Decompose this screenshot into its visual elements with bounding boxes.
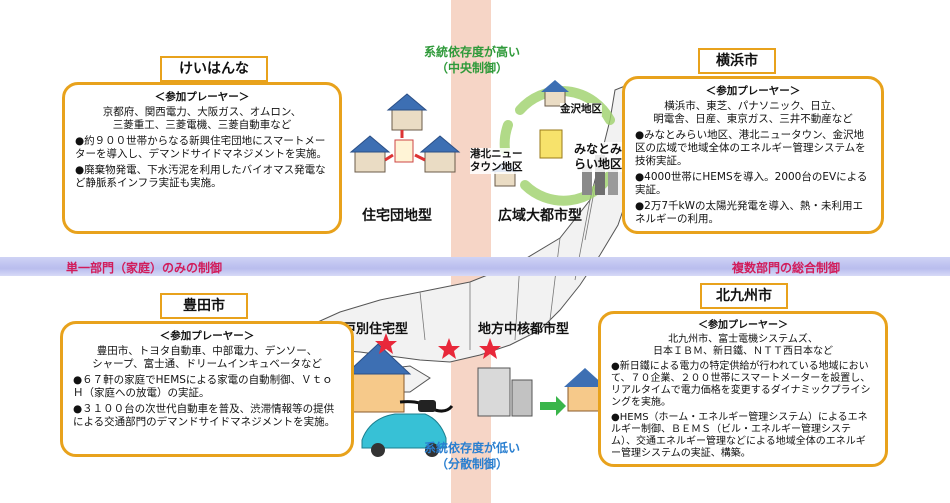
bullet-item: ●みなとみらい地区、港北ニュータウン、金沢地区の広域で地域全体のエネルギー管理シ… xyxy=(635,129,866,167)
type-residential-complex: 住宅団地型 xyxy=(362,208,432,224)
toyota-title: 豊田市 xyxy=(160,293,248,319)
type-regional-city: 地方中核都市型 xyxy=(478,322,570,337)
type-metropolitan: 広域大都市型 xyxy=(498,208,582,224)
residential-houses xyxy=(349,93,461,173)
area-minatomirai: みなとみらい地区 xyxy=(574,142,628,172)
player-line: 明電舎、日産、東京ガス、三井不動産など xyxy=(653,113,853,125)
kitakyushu-panel: ＜参加プレーヤー＞ 北九州市、富士電機システムズ、 日本ＩＢＭ、新日鐵、ＮＴＴ西… xyxy=(598,311,888,467)
bullet-item: ●６７軒の家庭でHEMSによる家電の自動制御、ＶｔｏＨ（家庭への放電）の実証。 xyxy=(73,374,333,399)
yokohama-panel: ＜参加プレーヤー＞ 横浜市、東芝、パナソニック、日立、 明電舎、日産、東京ガス、… xyxy=(622,76,884,234)
kitakyushu-title: 北九州市 xyxy=(700,283,788,309)
bullet-item: ●廃棄物発電、下水汚泥を利用したバイオマス発電など静脈系インフラ実証も実施。 xyxy=(75,164,326,189)
players-header: ＜参加プレーヤー＞ xyxy=(154,91,250,103)
players-header: ＜参加プレーヤー＞ xyxy=(159,330,255,342)
player-line: 京都府、関西電力、大阪ガス、オムロン、 xyxy=(102,106,302,118)
area-kohoku: 港北ニュータウン地区 xyxy=(470,148,532,174)
keihanna-panel: ＜参加プレーヤー＞ 京都府、関西電力、大阪ガス、オムロン、 三菱重工、三菱電機、… xyxy=(62,82,342,234)
players-header: ＜参加プレーヤー＞ xyxy=(705,85,801,97)
player-line: 豊田市、トヨタ自動車、中部電力、デンソー、 xyxy=(96,345,318,357)
toyota-panel: ＜参加プレーヤー＞ 豊田市、トヨタ自動車、中部電力、デンソー、 シャープ、富士通… xyxy=(60,321,354,457)
low-dependency-label: 系統依存度が低い（分散制御） xyxy=(423,441,520,471)
yokohama-title: 横浜市 xyxy=(698,48,776,74)
player-line: 日本ＩＢＭ、新日鐵、ＮＴＴ西日本など xyxy=(653,346,833,357)
bullet-item: ●HEMS（ホーム・エネルギー管理システム）によるエネルギー制御、ＢＥＭＳ（ビル… xyxy=(611,412,868,459)
players-header: ＜参加プレーヤー＞ xyxy=(698,320,788,331)
electric-car-illustration xyxy=(361,413,447,457)
metro-buildings xyxy=(491,80,618,195)
player-line: シャープ、富士通、ドリームインキュベータなど xyxy=(92,358,322,370)
control-scope-band xyxy=(0,257,950,276)
bullet-item: ●2万7千kWの太陽光発電を導入、熱・未利用エネルギーの利用。 xyxy=(635,200,863,225)
player-line: 横浜市、東芝、パナソニック、日立、 xyxy=(664,100,842,112)
single-sector-label: 単一部門（家庭）のみの制御 xyxy=(66,261,223,275)
keihanna-title: けいはんな xyxy=(160,56,268,82)
player-line: 三菱重工、三菱電機、三菱自動車など xyxy=(112,119,292,131)
prefecture-lines xyxy=(419,159,601,350)
star-marker xyxy=(479,338,501,359)
player-line: 北九州市、富士電機システムズ、 xyxy=(668,334,818,345)
high-dependency-label: 系統依存度が高い（中央制御） xyxy=(423,45,520,75)
bullet-item: ●新日鐵による電力の特定供給が行われている地域において、７０企業、２００世帯にス… xyxy=(611,361,871,408)
star-marker xyxy=(375,333,397,354)
multi-sector-label: 複数部門の総合制御 xyxy=(732,261,841,275)
bullet-item: ●4000世帯にHEMSを導入。2000台のEVによる実証。 xyxy=(635,171,868,196)
type-detached-house: 戸別住宅型 xyxy=(343,322,409,337)
plug-cable-illustration xyxy=(399,400,454,413)
area-kanazawa: 金沢地区 xyxy=(560,103,602,116)
city-building-illustration xyxy=(477,367,606,417)
bullet-item: ●約９００世帯からなる新興住宅団地にスマートメーターを導入し、デマンドサイドマネ… xyxy=(75,135,327,160)
system-dependency-band xyxy=(451,0,491,503)
bullet-item: ●３１００台の次世代自動車を普及、渋滞情報等の提供による交通部門のデマンドサイド… xyxy=(73,403,336,428)
star-marker xyxy=(438,338,460,359)
